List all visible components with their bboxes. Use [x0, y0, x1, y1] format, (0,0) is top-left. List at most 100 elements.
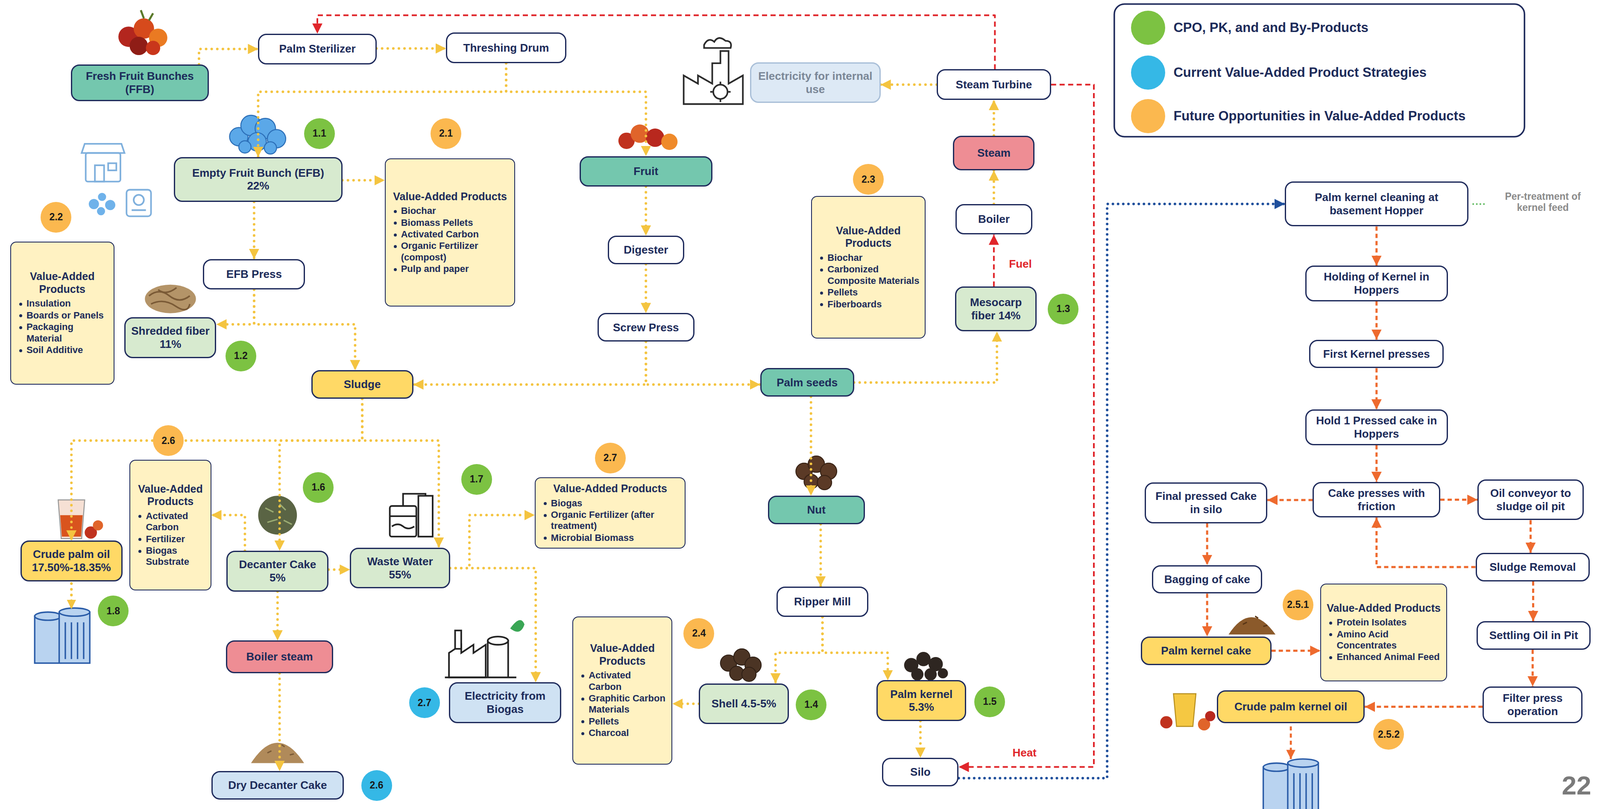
crude-palm-kernel-oil-image: [1173, 694, 1196, 727]
store-icon: [85, 152, 121, 182]
factory-icon: [703, 38, 731, 48]
flow-connector: [71, 398, 363, 541]
bullet-item: Fiberboards: [817, 298, 920, 311]
bullet-item: Carbonized Composite Materials: [817, 263, 920, 287]
storage-tank-icon: [1263, 767, 1290, 809]
annotation-note: Per-treatment of kernel feed: [1489, 190, 1597, 214]
palm-kernel-cake-image: [1228, 616, 1276, 635]
flow-connector: [672, 702, 699, 706]
efb-dots-icon: [97, 193, 106, 202]
box-label: Steam: [958, 146, 1029, 160]
process-box: Fresh Fruit Bunches (FFB): [70, 64, 209, 102]
value-added-box: Value-Added ProductsInsulationBoards or …: [10, 241, 115, 385]
process-box: Holding of Kernel in Hoppers: [1305, 265, 1448, 302]
legend-swatch: [1131, 55, 1166, 90]
shredded-fiber-image: [144, 284, 196, 314]
flow-connector: [1206, 523, 1209, 566]
flow-connector: [645, 341, 761, 385]
storage-tank-icon: [34, 612, 62, 621]
crude-palm-oil-image: [58, 500, 103, 540]
crude-palm-kernel-oil-image: [1160, 694, 1216, 731]
process-box: Oil conveyor to sludge oil pit: [1477, 479, 1584, 521]
palm-fruit-icon: [129, 36, 148, 56]
waste-water-icon: [389, 515, 417, 518]
box-label: Nut: [773, 503, 860, 517]
efb-icon: [264, 141, 277, 155]
flow-connector: [1375, 445, 1378, 483]
box-label: EFB Press: [208, 267, 300, 282]
flow-connector: [958, 84, 1095, 768]
storage-tank-icon: [59, 608, 91, 617]
box-label: Empty Fruit Bunch (EFB) 22%: [179, 166, 337, 193]
process-box: Cake presses with friction: [1312, 482, 1441, 518]
box-label: Waste Water 55%: [355, 555, 445, 582]
leader-line: [1472, 203, 1485, 206]
process-box: Steam Turbine: [936, 69, 1052, 100]
shell-image: [741, 667, 757, 682]
callout-number: 2.4: [683, 618, 715, 650]
palm-kernel-image: [937, 668, 949, 679]
callout-number: 2.2: [40, 202, 72, 233]
store-icon: [131, 209, 146, 211]
flow-connector: [1440, 498, 1478, 502]
box-heading: Value-Added Products: [390, 190, 510, 204]
shredded-fiber-image: [149, 287, 191, 311]
bullet-item: Amino Acid Concentrates: [1326, 629, 1441, 652]
box-label: Decanter Cake 5%: [231, 558, 323, 585]
box-label: Silo: [887, 765, 953, 780]
box-heading: Value-Added Products: [1326, 602, 1441, 616]
box-label: Cake presses with friction: [1318, 486, 1435, 513]
process-box: EFB Press: [202, 259, 305, 291]
callout-number: 1.8: [97, 595, 129, 627]
fruit-icon: [645, 128, 665, 147]
bullet-item: Biomass Pellets: [390, 217, 510, 229]
value-added-box: Value-Added ProductsProtein IsolatesAmin…: [1320, 583, 1447, 682]
flow-connector: [376, 47, 447, 50]
bullet-item: Activated Carbon: [390, 228, 510, 241]
callout-number: 1.7: [461, 464, 493, 496]
callout-number: 2.6: [361, 770, 393, 802]
nut-image: [817, 475, 832, 490]
process-box: Crude palm oil 17.50%-18.35%: [20, 540, 123, 582]
bullet-item: Organic Fertilizer (after treatment): [540, 509, 680, 533]
process-box: Settling Oil in Pit: [1476, 621, 1592, 651]
storage-tank-icon: [34, 616, 62, 664]
callout-number: 1.1: [304, 118, 335, 150]
box-label: Crude palm oil 17.50%-18.35%: [26, 547, 118, 575]
store-icon: [108, 163, 117, 171]
bullet-item: Fertilizer: [135, 533, 206, 546]
process-box: Threshing Drum: [445, 32, 567, 64]
value-added-box: Value-Added ProductsActivated CarbonGrap…: [572, 616, 673, 765]
process-box: Palm Sterilizer: [257, 33, 377, 65]
bullet-item: Microbial Biomass: [540, 532, 680, 544]
flow-connector: [276, 591, 279, 642]
box-label: Palm kernel cake: [1146, 644, 1266, 658]
process-box: Boiler steam: [225, 640, 334, 674]
flow-connector: [880, 83, 937, 86]
process-box: Dry Decanter Cake: [211, 771, 345, 800]
legend-swatch: [1131, 10, 1166, 45]
process-box: Empty Fruit Bunch (EFB) 22%: [173, 157, 343, 203]
box-label: Digester: [613, 243, 679, 257]
box-label: Bagging of cake: [1157, 573, 1257, 587]
callout-number: 1.5: [974, 686, 1006, 718]
process-box: Boiler: [955, 204, 1032, 235]
callout-number: 1.6: [302, 472, 334, 504]
callout-number: 2.7: [409, 687, 440, 719]
flow-connector: [1206, 593, 1209, 637]
flow-connector: [1531, 650, 1534, 687]
box-label: Dry Decanter Cake: [216, 779, 339, 793]
process-box: Sludge Removal: [1475, 553, 1591, 582]
palm-kernel-cake-image: [1228, 617, 1276, 636]
bullet-item: Biochar: [390, 205, 510, 217]
box-label: Sludge: [316, 378, 408, 392]
bullet-item: Enhanced Animal Feed: [1326, 651, 1441, 663]
callout-number: 2.1: [430, 118, 462, 150]
process-box: Palm kernel 5.3%: [876, 680, 967, 722]
storage-tank-icon: [1263, 763, 1290, 772]
box-label: Threshing Drum: [451, 41, 561, 55]
process-box: Filter press operation: [1482, 686, 1583, 724]
efb-dots-icon: [88, 199, 100, 210]
bullet-item: Organic Fertilizer (compost): [390, 240, 510, 264]
